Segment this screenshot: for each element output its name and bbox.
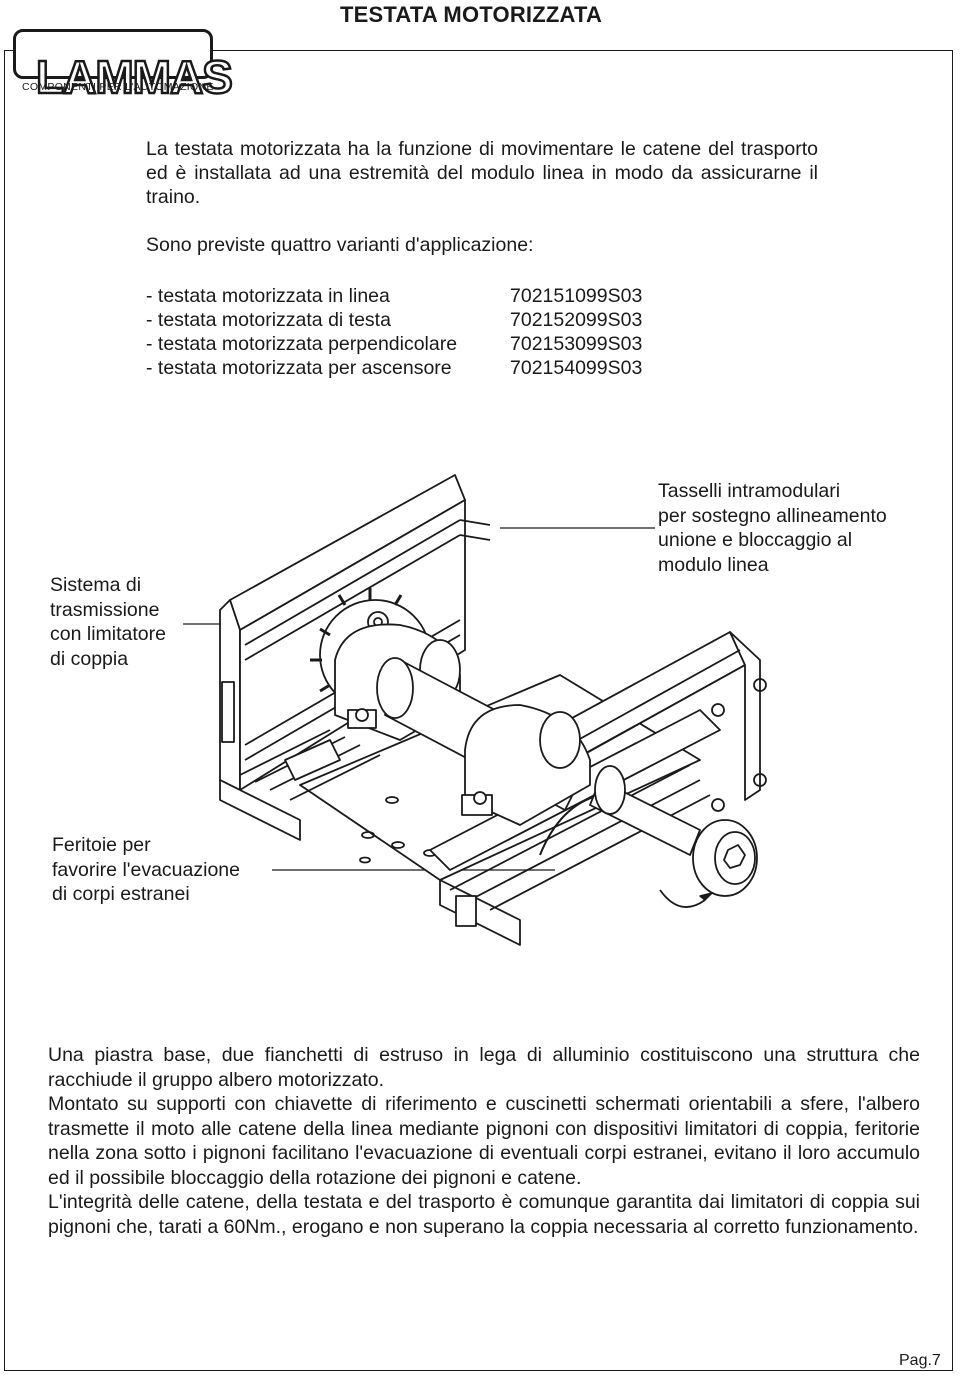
callout-line: di corpi estranei [52,883,190,905]
description-paragraph: Montato su supporti con chiavette di rif… [48,1093,920,1189]
variant-code: 702154099S03 [510,357,643,379]
variants-heading: Sono previste quattro varianti d'applica… [146,234,534,256]
callout-line: unione e bloccaggio al [658,529,853,551]
page-frame [4,50,953,1371]
callout-line: modulo linea [658,553,769,576]
callout-line: per sostegno allineamento [658,504,887,527]
description-paragraph: L'integrità delle catene, della testata … [48,1191,920,1238]
callout-blocks: Tasselli intramodulari per sostegno alli… [658,479,887,577]
page-title: TESTATA MOTORIZZATA [340,2,603,27]
callout-line: di coppia [50,647,129,670]
variant-item: - testata motorizzata per ascensore 7021… [146,356,666,380]
intro-paragraph: La testata motorizzata ha la funzione di… [146,138,818,208]
rotation-arrow [659,889,706,908]
description-text: Una piastra base, due fianchetti di estr… [48,1043,920,1239]
callout-slots: Feritoie per favorire l'evacuazione di c… [52,833,240,907]
logo-subtitle: COMPONENTI PER L'AUTOMAZIONE [22,81,214,93]
variant-code: 702153099S03 [510,333,643,355]
callout-line: Sistema di [50,574,142,596]
callout-transmission: Sistema di trasmissione con limitatore d… [50,573,166,671]
variant-code: 702152099S03 [510,309,643,331]
variant-name: - testata motorizzata per ascensore [146,357,452,379]
variant-name: - testata motorizzata di testa [146,309,391,331]
callout-line: con limitatore [50,623,166,645]
variant-code: 702151099S03 [510,285,643,307]
variant-item: - testata motorizzata di testa 702152099… [146,308,666,332]
variant-name: - testata motorizzata in linea [146,285,390,307]
company-logo: LAMMAS [13,29,234,101]
callout-line: Feritoie per [52,834,151,856]
callout-line: trasmissione [50,598,160,621]
logo-text: LAMMAS [35,51,234,103]
callout-line: Tasselli intramodulari [658,480,841,502]
variant-item: - testata motorizzata in linea 702151099… [146,284,666,308]
callout-line: favorire l'evacuazione [52,858,240,881]
motorized-head-drawing [183,474,767,946]
variant-name: - testata motorizzata perpendicolare [146,333,458,355]
description-paragraph: Una piastra base, due fianchetti di estr… [48,1044,920,1091]
variant-item: - testata motorizzata perpendicolare 702… [146,332,666,356]
page-number: Pag.7 [899,1352,941,1369]
variants-list: - testata motorizzata in linea 702151099… [146,284,666,380]
